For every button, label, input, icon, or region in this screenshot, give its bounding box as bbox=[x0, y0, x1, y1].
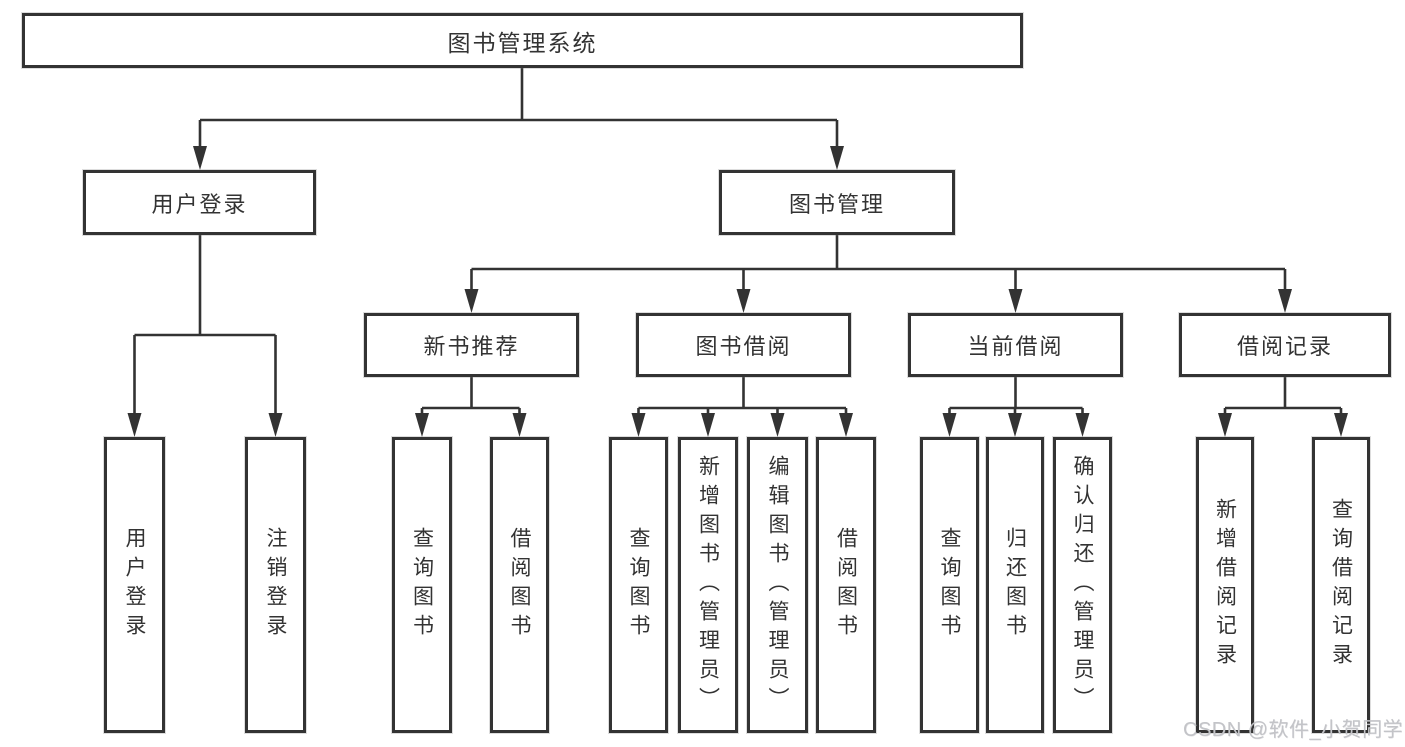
node-book-borrow: 图书借阅 bbox=[636, 313, 851, 377]
edge-root-to-level2 bbox=[198, 68, 839, 152]
node-new-book-recommend: 新书推荐 bbox=[364, 313, 579, 377]
arrowhead-icon bbox=[1008, 289, 1023, 313]
leaf-records-query-record: 查询借阅记录 bbox=[1312, 437, 1370, 733]
leaf-current-confirm-return-admin: 确认归还（管理员） bbox=[1053, 437, 1112, 733]
arrowhead-icon bbox=[631, 413, 646, 437]
edge-book-mgmt-to-level3 bbox=[470, 235, 1287, 296]
leaf-user-login: 用户登录 bbox=[104, 437, 165, 733]
leaf-newbook-borrow-books: 借阅图书 bbox=[490, 437, 549, 733]
node-user-login: 用户登录 bbox=[83, 170, 316, 235]
leaf-borrow-edit-books-admin: 编辑图书（管理员） bbox=[747, 437, 808, 733]
edge-lines bbox=[133, 68, 1343, 420]
arrowhead-icon bbox=[127, 413, 142, 437]
leaf-borrow-query-books: 查询图书 bbox=[609, 437, 668, 733]
arrowhead-icon bbox=[736, 289, 751, 313]
arrowhead-icon bbox=[268, 413, 283, 437]
arrowhead-icon bbox=[701, 413, 715, 437]
node-borrow-records: 借阅记录 bbox=[1179, 313, 1391, 377]
edge-user-login-to-children bbox=[133, 235, 277, 420]
leaf-newbook-query-books: 查询图书 bbox=[392, 437, 452, 733]
arrowhead-icon bbox=[1008, 413, 1022, 437]
edge-borrow-records-to-children bbox=[1223, 377, 1343, 420]
arrowhead-icon bbox=[770, 413, 785, 437]
arrowhead-icon bbox=[512, 413, 527, 437]
watermark: CSDN @软件_小贺同学 bbox=[1183, 719, 1404, 741]
arrowhead-icon bbox=[1334, 413, 1348, 437]
leaf-borrow-borrow-books: 借阅图书 bbox=[816, 437, 876, 733]
arrowhead-icon bbox=[1218, 413, 1232, 437]
arrowhead-icon bbox=[1075, 413, 1090, 437]
arrowhead-icon bbox=[942, 413, 957, 437]
arrowhead-icon bbox=[464, 289, 479, 313]
edge-new-book-to-children bbox=[420, 377, 521, 420]
node-book-management: 图书管理 bbox=[719, 170, 955, 235]
arrowhead-icon bbox=[839, 413, 853, 437]
leaf-records-add-record: 新增借阅记录 bbox=[1196, 437, 1254, 733]
node-root: 图书管理系统 bbox=[22, 13, 1023, 68]
leaf-logout-login: 注销登录 bbox=[245, 437, 306, 733]
arrowhead-icon bbox=[415, 413, 429, 437]
arrowhead-icon bbox=[1278, 289, 1292, 313]
leaf-current-return-books: 归还图书 bbox=[986, 437, 1044, 733]
arrowhead-icon bbox=[830, 146, 844, 170]
node-current-borrow: 当前借阅 bbox=[908, 313, 1123, 377]
leaf-borrow-add-books-admin: 新增图书（管理员） bbox=[678, 437, 738, 733]
arrowhead-icon bbox=[193, 146, 207, 170]
edge-book-borrow-to-children bbox=[637, 377, 848, 420]
leaf-current-query-books: 查询图书 bbox=[920, 437, 979, 733]
arrowheads bbox=[127, 146, 1348, 437]
